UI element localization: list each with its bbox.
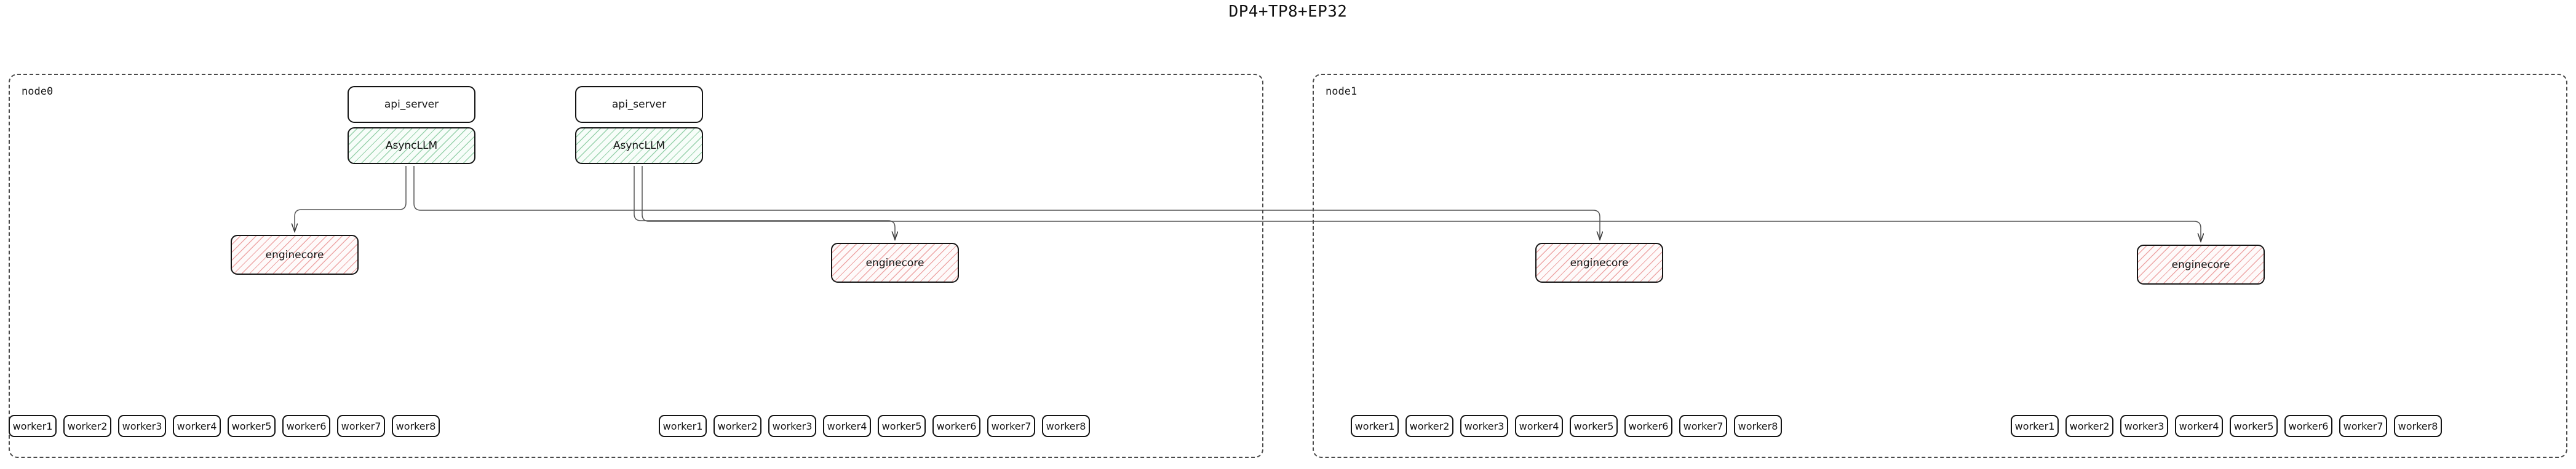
node-label: AsyncLLM: [613, 140, 666, 152]
node-label: AsyncLLM: [385, 140, 438, 152]
node-label: worker6: [286, 420, 327, 432]
node-label: worker7: [2343, 420, 2383, 432]
node-label: worker8: [1738, 420, 1778, 432]
node-label: worker3: [122, 420, 162, 432]
node-label: worker3: [1464, 420, 1505, 432]
node-label: worker5: [231, 420, 272, 432]
node-worker[interactable]: worker1: [2011, 415, 2059, 437]
node-label: worker1: [1354, 420, 1395, 432]
node-worker[interactable]: worker3: [118, 415, 166, 437]
node-label: enginecore: [1570, 256, 1629, 269]
node-label: worker5: [1573, 420, 1614, 432]
node-label: worker6: [936, 420, 977, 432]
node-worker[interactable]: worker5: [2230, 415, 2278, 437]
node-asyncllm[interactable]: AsyncLLM: [575, 127, 703, 164]
node-label: worker1: [2014, 420, 2055, 432]
node-worker[interactable]: worker1: [9, 415, 57, 437]
node-label: worker2: [67, 420, 108, 432]
node-worker[interactable]: worker2: [1405, 415, 1453, 437]
node-label: enginecore: [2171, 258, 2230, 271]
cluster-node1: [1313, 74, 2567, 458]
node-label: worker1: [12, 420, 53, 432]
cluster-label-node1: node1: [1326, 85, 1358, 98]
node-enginecore[interactable]: enginecore: [831, 243, 959, 283]
node-label: worker7: [1683, 420, 1723, 432]
node-worker[interactable]: worker2: [714, 415, 761, 437]
node-label: api_server: [384, 98, 439, 111]
node-enginecore[interactable]: enginecore: [2137, 245, 2265, 285]
node-label: worker2: [1409, 420, 1450, 432]
node-label: worker7: [991, 420, 1032, 432]
node-worker[interactable]: worker8: [392, 415, 440, 437]
node-label: worker5: [2233, 420, 2274, 432]
node-api-server[interactable]: api_server: [348, 86, 475, 123]
node-label: worker1: [662, 420, 703, 432]
node-label: enginecore: [265, 248, 324, 261]
node-label: worker4: [177, 420, 217, 432]
node-worker[interactable]: worker8: [1042, 415, 1090, 437]
node-worker[interactable]: worker4: [173, 415, 221, 437]
node-label: worker8: [396, 420, 436, 432]
node-worker[interactable]: worker3: [1460, 415, 1508, 437]
node-label: api_server: [611, 98, 667, 111]
node-label: worker2: [2069, 420, 2110, 432]
node-worker[interactable]: worker5: [1570, 415, 1618, 437]
node-label: worker3: [2124, 420, 2165, 432]
node-worker[interactable]: worker4: [2175, 415, 2223, 437]
node-worker[interactable]: worker2: [2065, 415, 2113, 437]
page-title: DP4+TP8+EP32: [1228, 2, 1348, 21]
node-worker[interactable]: worker6: [282, 415, 330, 437]
node-api-server[interactable]: api_server: [575, 86, 703, 123]
node-label: worker6: [1628, 420, 1669, 432]
node-enginecore[interactable]: enginecore: [231, 235, 359, 275]
node-worker[interactable]: worker3: [768, 415, 816, 437]
node-label: worker4: [827, 420, 867, 432]
node-enginecore[interactable]: enginecore: [1535, 243, 1663, 283]
node-worker[interactable]: worker8: [2394, 415, 2442, 437]
node-worker[interactable]: worker4: [823, 415, 871, 437]
node-worker[interactable]: worker4: [1515, 415, 1563, 437]
node-label: worker8: [1046, 420, 1086, 432]
node-worker[interactable]: worker7: [1679, 415, 1727, 437]
node-worker[interactable]: worker7: [2339, 415, 2387, 437]
node-label: worker4: [2179, 420, 2219, 432]
node-label: worker5: [881, 420, 922, 432]
node-worker[interactable]: worker6: [932, 415, 980, 437]
node-worker[interactable]: worker6: [2284, 415, 2332, 437]
node-worker[interactable]: worker8: [1734, 415, 1782, 437]
node-worker[interactable]: worker3: [2120, 415, 2168, 437]
node-worker[interactable]: worker1: [659, 415, 707, 437]
cluster-node0: [9, 74, 1263, 458]
node-worker[interactable]: worker5: [878, 415, 926, 437]
node-worker[interactable]: worker7: [987, 415, 1035, 437]
node-label: worker3: [772, 420, 813, 432]
node-label: worker7: [341, 420, 381, 432]
node-label: worker4: [1519, 420, 1559, 432]
node-worker[interactable]: worker6: [1624, 415, 1672, 437]
node-worker[interactable]: worker1: [1351, 415, 1399, 437]
node-worker[interactable]: worker2: [63, 415, 111, 437]
node-label: worker6: [2288, 420, 2329, 432]
node-worker[interactable]: worker7: [337, 415, 385, 437]
cluster-label-node0: node0: [22, 85, 54, 98]
node-label: worker8: [2398, 420, 2438, 432]
node-label: enginecore: [865, 256, 924, 269]
node-label: worker2: [717, 420, 758, 432]
node-worker[interactable]: worker5: [228, 415, 276, 437]
node-asyncllm[interactable]: AsyncLLM: [348, 127, 475, 164]
